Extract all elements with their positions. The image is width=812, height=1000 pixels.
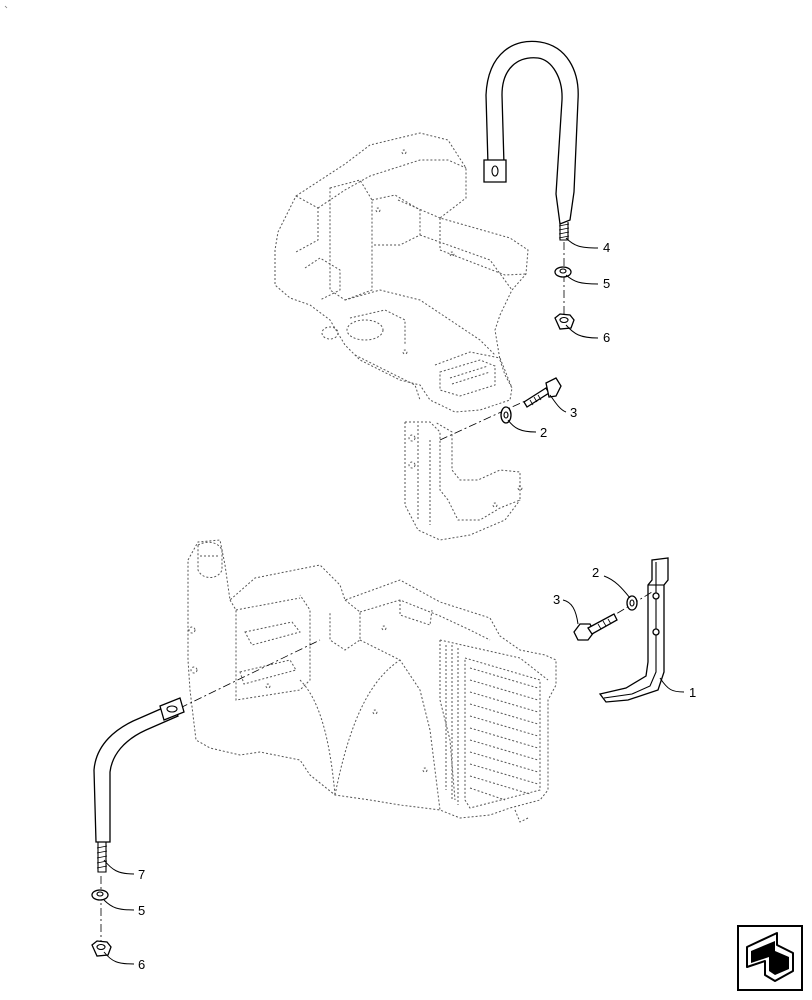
top-bolt-washer xyxy=(500,406,512,424)
next-page-arrow-icon[interactable] xyxy=(737,925,803,991)
top-washer xyxy=(554,266,572,278)
svg-text:5: 5 xyxy=(603,276,610,291)
callout-5-top: 5 xyxy=(565,274,610,291)
svg-text:4: 4 xyxy=(603,240,610,255)
bottom-strap xyxy=(93,697,185,873)
bottom-tank-fins xyxy=(469,667,539,801)
bottom-nut xyxy=(91,940,112,957)
callout-1: 1 xyxy=(659,677,696,700)
svg-text:6: 6 xyxy=(138,957,145,972)
right-washer xyxy=(626,595,638,611)
svg-text:5: 5 xyxy=(138,903,145,918)
callout-2-top: 2 xyxy=(507,419,547,440)
callout-2-right: 2 xyxy=(592,565,631,599)
top-bracket-ghost xyxy=(404,421,523,541)
top-nut xyxy=(554,313,575,330)
svg-text:3: 3 xyxy=(570,405,577,420)
bottom-tank-ghost xyxy=(187,539,557,823)
strap-thread xyxy=(558,223,570,239)
svg-text:6: 6 xyxy=(603,330,610,345)
svg-text:2: 2 xyxy=(540,425,547,440)
callout-4: 4 xyxy=(565,237,610,255)
top-tank-ghost xyxy=(274,132,529,413)
callout-7: 7 xyxy=(103,859,145,882)
svg-text:2: 2 xyxy=(592,565,599,580)
right-bracket xyxy=(598,557,669,703)
svg-text:1: 1 xyxy=(689,685,696,700)
right-bolt xyxy=(573,613,618,641)
callout-3-top: 3 xyxy=(549,394,577,420)
corner-mark xyxy=(4,5,8,9)
top-bolt-axis xyxy=(439,384,561,441)
bottom-strap-axis xyxy=(179,639,321,709)
top-bolt xyxy=(523,377,562,408)
callout-5-bottom: 5 xyxy=(103,899,145,918)
callout-6-bottom: 6 xyxy=(103,951,145,972)
callout-3-right: 3 xyxy=(553,592,579,625)
bottom-washer xyxy=(91,889,109,901)
top-strap xyxy=(483,40,579,241)
svg-text:3: 3 xyxy=(553,592,560,607)
svg-text:7: 7 xyxy=(138,867,145,882)
callout-6-top: 6 xyxy=(565,324,610,345)
